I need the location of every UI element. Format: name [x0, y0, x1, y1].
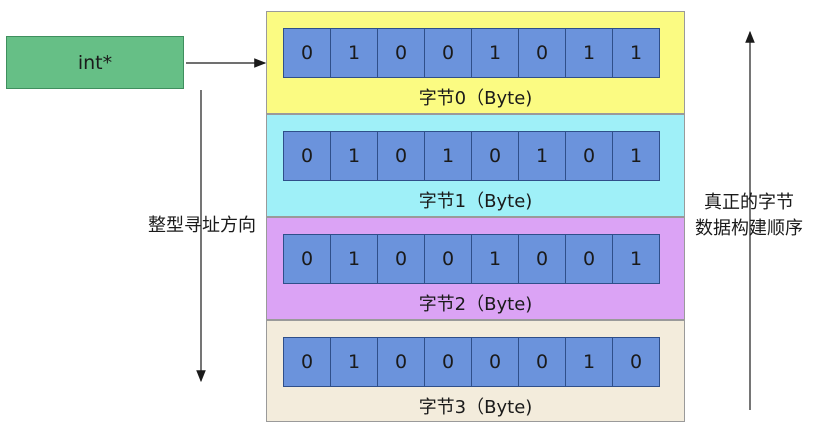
bit-row: 0 1 0 0 1 0 1 1: [283, 28, 660, 78]
byte-label: 字节2（Byte): [418, 294, 533, 315]
bit-cell: 1: [518, 131, 566, 181]
bit-cell: 0: [565, 131, 613, 181]
bit-cell: 0: [377, 131, 425, 181]
bit-cell: 0: [518, 337, 566, 387]
bit-cell: 0: [283, 28, 331, 78]
addressing-direction-label: 整型寻址方向: [140, 213, 264, 239]
bit-cell: 0: [377, 234, 425, 284]
bit-cell: 1: [565, 337, 613, 387]
bit-cell: 1: [471, 234, 519, 284]
bit-row: 0 1 0 0 1 0 0 1: [283, 234, 660, 284]
byte-label: 字节0（Byte): [418, 88, 533, 109]
byte-block-1: 0 1 0 1 0 1 0 1 字节1（Byte): [266, 114, 685, 217]
bit-cell: 1: [612, 28, 660, 78]
bit-cell: 0: [424, 337, 472, 387]
pointer-box: int*: [6, 36, 184, 89]
bit-cell: 0: [565, 234, 613, 284]
byte-block-2: 0 1 0 0 1 0 0 1 字节2（Byte): [266, 217, 685, 320]
byte-block-0: 0 1 0 0 1 0 1 1 字节0（Byte): [266, 11, 685, 114]
bit-cell: 1: [330, 234, 378, 284]
byte-label: 字节3（Byte): [418, 397, 533, 418]
bit-cell: 1: [330, 131, 378, 181]
bit-row: 0 1 0 0 0 0 1 0: [283, 337, 660, 387]
bit-cell: 0: [518, 28, 566, 78]
bit-cell: 1: [612, 234, 660, 284]
bit-cell: 0: [377, 28, 425, 78]
byte-label: 字节1（Byte): [418, 191, 533, 212]
bit-cell: 0: [377, 337, 425, 387]
bit-cell: 1: [424, 131, 472, 181]
bit-cell: 0: [612, 337, 660, 387]
bit-cell: 1: [565, 28, 613, 78]
pointer-label: int*: [77, 51, 113, 74]
build-order-line-2: 数据构建顺序: [695, 218, 803, 239]
bit-cell: 0: [283, 131, 331, 181]
addressing-direction-text: 整型寻址方向: [148, 215, 256, 236]
bit-row: 0 1 0 1 0 1 0 1: [283, 131, 660, 181]
bit-cell: 0: [283, 234, 331, 284]
bit-cell: 0: [283, 337, 331, 387]
bit-cell: 0: [424, 28, 472, 78]
build-order-label: 真正的字节 数据构建顺序: [686, 190, 812, 242]
bit-cell: 1: [330, 28, 378, 78]
byte-block-3: 0 1 0 0 0 0 1 0 字节3（Byte): [266, 320, 685, 422]
bit-cell: 1: [330, 337, 378, 387]
build-order-line-1: 真正的字节: [704, 192, 794, 213]
bit-cell: 0: [424, 234, 472, 284]
bit-cell: 1: [612, 131, 660, 181]
bit-cell: 0: [471, 337, 519, 387]
bit-cell: 0: [471, 131, 519, 181]
bit-cell: 0: [518, 234, 566, 284]
bit-cell: 1: [471, 28, 519, 78]
